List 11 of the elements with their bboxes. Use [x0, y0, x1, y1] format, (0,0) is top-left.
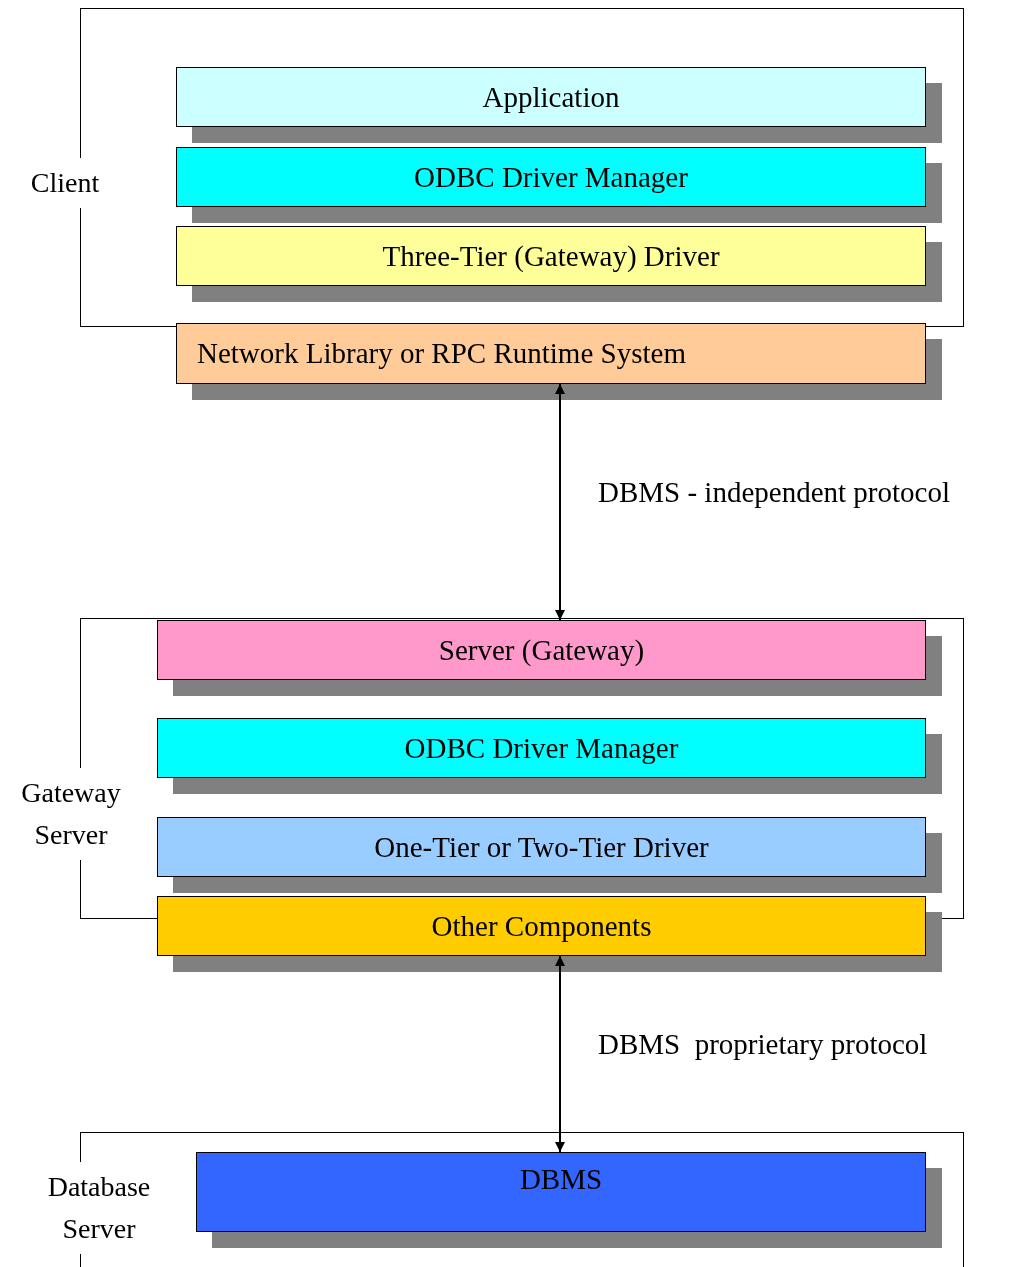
- layer-label: Application: [482, 82, 620, 112]
- layer-label: Server (Gateway): [438, 635, 645, 665]
- layer-label: One-Tier or Two-Tier Driver: [374, 832, 709, 862]
- layer-label: Other Components: [431, 911, 652, 941]
- layer-label: Three-Tier (Gateway) Driver: [382, 241, 720, 271]
- layer-label: Network Library or RPC Runtime System: [197, 339, 686, 368]
- layer-label: DBMS: [519, 1165, 603, 1194]
- layer-label: ODBC Driver Manager: [404, 733, 679, 763]
- layer-label: ODBC Driver Manager: [414, 162, 688, 192]
- arrow: [555, 383, 565, 621]
- arrow: [555, 955, 565, 1153]
